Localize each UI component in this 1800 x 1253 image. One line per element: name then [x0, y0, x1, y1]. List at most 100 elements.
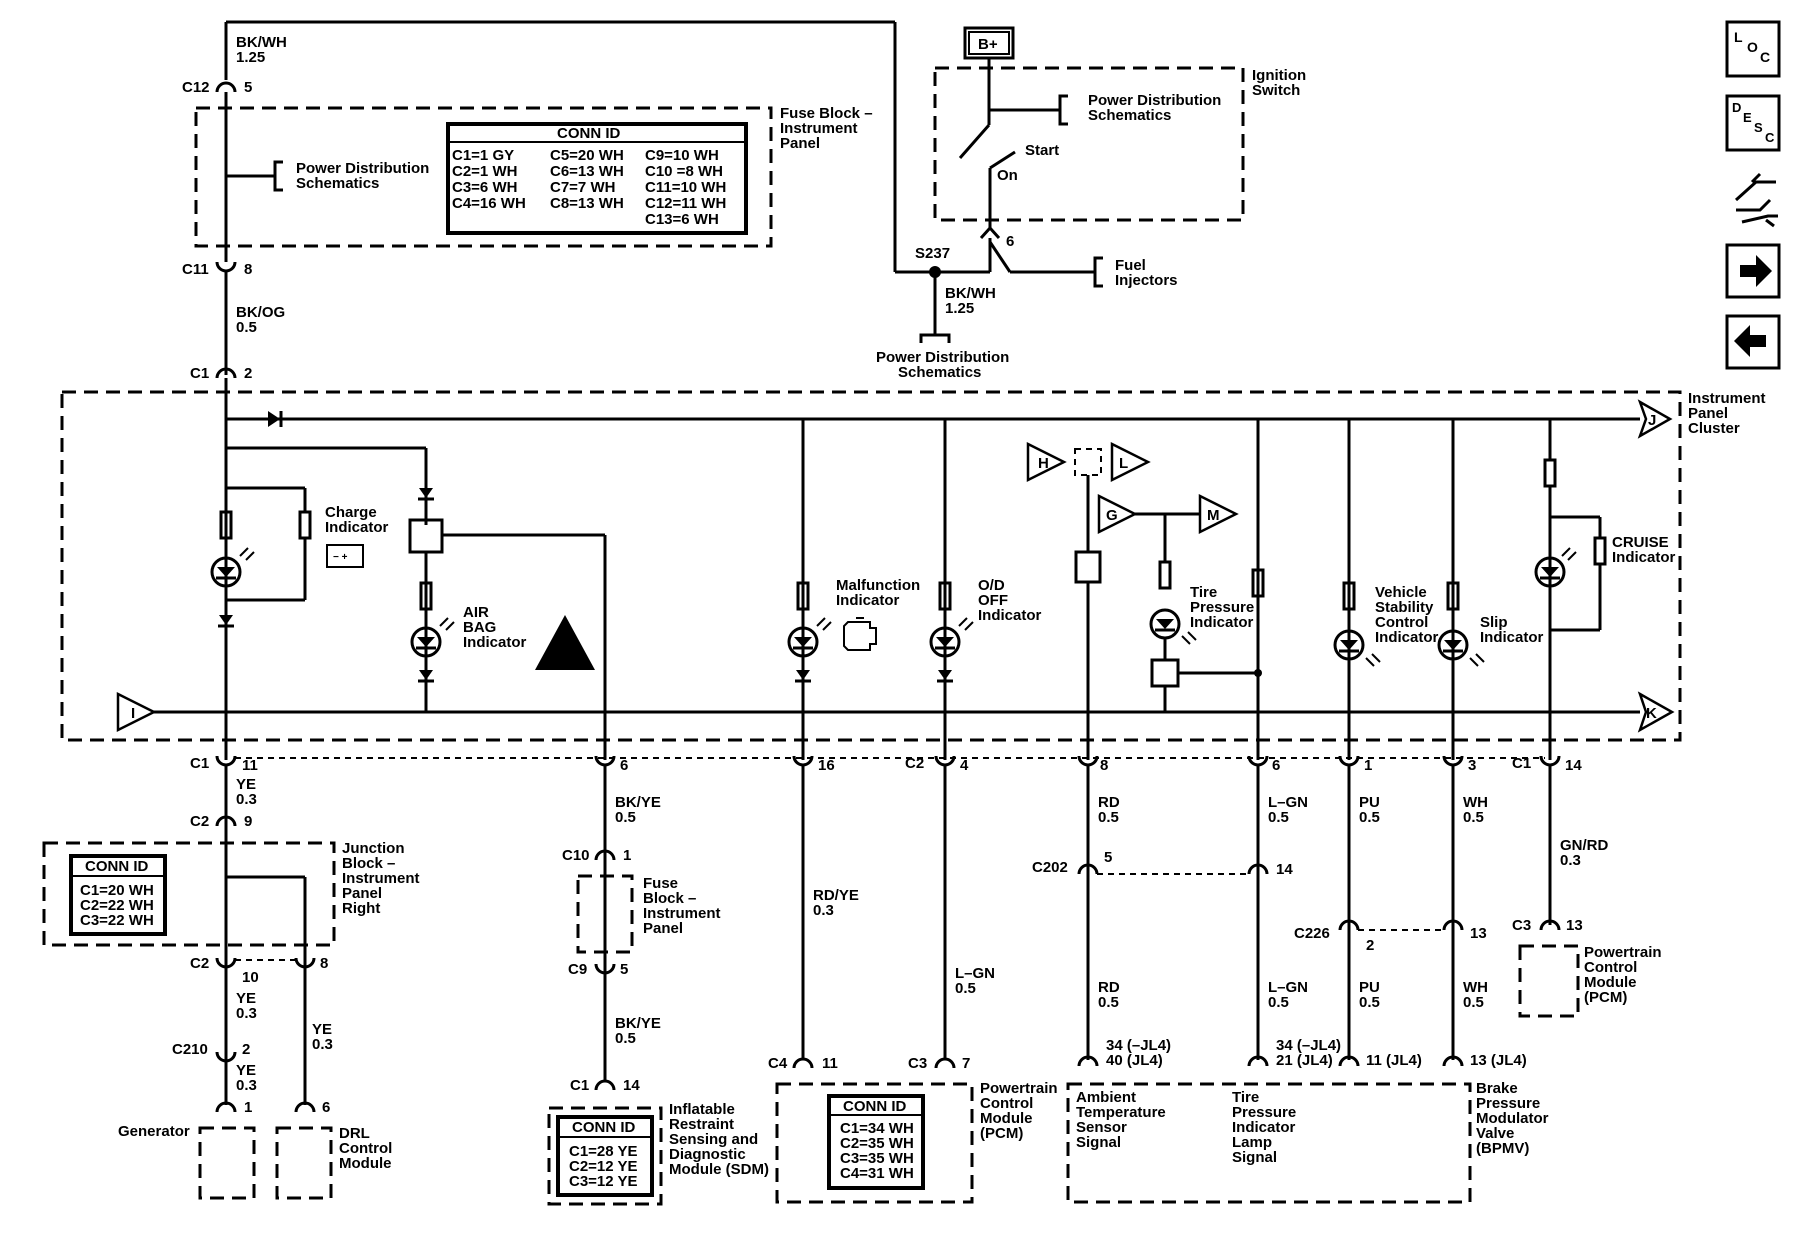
label-bottom-pcm2-title-3: (PCM)	[1584, 989, 1627, 1006]
top-feed: BK/WH 1.25 C12 5 Fuse Block – Instrument…	[182, 20, 935, 382]
label-bottom-rd05-1: 0.5	[1098, 809, 1119, 826]
conn-c12: C12	[182, 79, 210, 96]
label-bottom-rd05-0: RD	[1098, 794, 1120, 811]
label-bottom-rd05b-1: 0.5	[1098, 994, 1119, 1011]
label-bottom-pin10: 10	[242, 969, 259, 986]
label-bottom-pcm2-title-2: Module	[1584, 974, 1637, 991]
label-bottom-lgn05-1: 0.5	[955, 980, 976, 997]
label-bottom-lgn05b-1: 0.5	[1268, 809, 1289, 826]
label-bottom-bpmv-3: Valve	[1476, 1125, 1514, 1142]
flag-i: I	[131, 705, 135, 722]
label-bottom-bpmv-2: Modulator	[1476, 1110, 1549, 1127]
label-bottom-sdm-conn-header: CONN ID	[572, 1119, 636, 1136]
label-bottom-pcm-conn-2: C3=35 WH	[840, 1150, 914, 1167]
label-bottom-pin16: 16	[818, 757, 835, 774]
label-bottom-fuse-block2-3: Panel	[643, 920, 683, 937]
od-label-1: O/D	[978, 577, 1005, 594]
ign-pds-2: Schematics	[1088, 107, 1171, 124]
connector-icon[interactable]	[1734, 172, 1778, 228]
label-bottom-pin-a-0: 34 (–JL4)	[1106, 1037, 1171, 1054]
label-bottom-wh05-1: 0.5	[1463, 809, 1484, 826]
ignition-switch: B+ Ignition Switch Power Distribution Sc…	[876, 26, 1306, 381]
ign-pds-bottom-1: Power Distribution	[876, 349, 1009, 366]
label-bottom-ambient-2: Sensor	[1076, 1119, 1127, 1136]
label-bottom-tire-lamp-0: Tire	[1232, 1089, 1259, 1106]
pds-label-2: Schematics	[296, 175, 379, 192]
label-bottom-drl-1: Control	[339, 1140, 392, 1157]
svg-text:O: O	[1747, 39, 1758, 55]
label-bottom-gnrd03-0: GN/RD	[1560, 837, 1609, 854]
loc-button[interactable]: L O C	[1725, 20, 1781, 78]
label-top-conn-cols-2-1: C10 =8 WH	[645, 163, 723, 180]
label-bottom-ye03c-1: 0.3	[312, 1036, 333, 1053]
ipc-title-1: Instrument	[1688, 390, 1766, 407]
flag-g: G	[1106, 507, 1118, 524]
svg-text:C: C	[1760, 49, 1770, 65]
label-bottom-c4: C4	[768, 1055, 788, 1072]
label-bottom-pin6b: 6	[1272, 757, 1280, 774]
wire-bkog-label: BK/OG	[236, 304, 285, 321]
label-bottom-rd05b-0: RD	[1098, 979, 1120, 996]
airbag-label-3: Indicator	[463, 634, 527, 651]
label-bottom-pu05-1: 0.5	[1359, 809, 1380, 826]
pds-label-1: Power Distribution	[296, 160, 429, 177]
wire-bkog-size: 0.5	[236, 319, 257, 336]
conn-col-3: C9=10 WH C10 =8 WH C11=10 WH C12=11 WH C…	[645, 147, 726, 228]
flag-k: K	[1646, 705, 1657, 722]
ign-bkwh-size: 1.25	[945, 300, 974, 317]
label-top-conn-cols-1-3: C8=13 WH	[550, 195, 624, 212]
label-bottom-pin-b-1: 21 (JL4)	[1276, 1052, 1333, 1069]
label-bottom-pcm-title-3: (PCM)	[980, 1125, 1023, 1142]
label-bottom-sdm-title-3: Diagnostic	[669, 1146, 746, 1163]
label-bottom-jb-conn-2: C3=22 WH	[80, 912, 154, 929]
label-bottom-bkye05-1: 0.5	[615, 809, 636, 826]
label-bottom-pin2: 2	[242, 1041, 250, 1058]
prev-arrow-icon[interactable]	[1725, 314, 1781, 370]
label-bottom-pin11: 11	[242, 757, 258, 774]
label-bottom-ambient-3: Signal	[1076, 1134, 1121, 1151]
label-bottom-sdm-title-1: Restraint	[669, 1116, 734, 1133]
label-bottom-c2-10: C2	[190, 955, 209, 972]
vsc-label-4: Indicator	[1375, 629, 1439, 646]
label-bottom-pcm2-title-1: Control	[1584, 959, 1637, 976]
tire-label-1: Tire	[1190, 584, 1217, 601]
pin6-ign: 6	[1006, 233, 1014, 250]
label-bottom-wh05-0: WH	[1463, 794, 1488, 811]
label-bottom-ye03d-1: 0.3	[236, 1077, 257, 1094]
conn-c1-top: C1	[190, 365, 209, 382]
splice-s237: S237	[915, 245, 950, 262]
fuel-injectors-1: Fuel	[1115, 257, 1146, 274]
label-bottom-drl-2: Module	[339, 1155, 392, 1172]
flag-j: J	[1648, 412, 1656, 429]
label-bottom-c10: C10	[562, 847, 590, 864]
label-bottom-c210: C210	[172, 1041, 208, 1058]
bplus-label: B+	[978, 36, 998, 53]
label-bottom-pin4: 4	[960, 757, 969, 774]
engine-icon	[843, 617, 877, 651]
next-arrow-icon[interactable]	[1725, 243, 1781, 299]
label-bottom-pcm-title-1: Control	[980, 1095, 1033, 1112]
desc-button[interactable]: D E S C	[1725, 94, 1781, 152]
label-bottom-pin5b: 5	[1104, 849, 1112, 866]
label-bottom-ye03a-1: 0.3	[236, 791, 257, 808]
vsc-label-3: Control	[1375, 614, 1428, 631]
conn-c11: C11	[182, 261, 209, 278]
vsc-label-1: Vehicle	[1375, 584, 1427, 601]
label-bottom-pu05b-1: 0.5	[1359, 994, 1380, 1011]
ign-bkwh: BK/WH	[945, 285, 996, 302]
conn-c12-pin: 5	[244, 79, 252, 96]
label-bottom-pu05b-0: PU	[1359, 979, 1380, 996]
label-bottom-fuse-block2-2: Instrument	[643, 905, 721, 922]
malfunction-label-1: Malfunction	[836, 577, 920, 594]
label-bottom-pin8: 8	[1100, 757, 1108, 774]
label-bottom-pcm-title-2: Module	[980, 1110, 1033, 1127]
airbag-warning-icon	[535, 615, 595, 670]
label-bottom-ye03b-1: 0.3	[236, 1005, 257, 1022]
label-bottom-sdm-title-0: Inflatable	[669, 1101, 735, 1118]
label-bottom-jb-title-4: Right	[342, 900, 380, 917]
label-bottom-fuse-block2-1: Block –	[643, 890, 696, 907]
label-bottom-ambient-0: Ambient	[1076, 1089, 1136, 1106]
label-top-conn-cols-0-3: C4=16 WH	[452, 195, 526, 212]
label-bottom-sdm-title-4: Module (SDM)	[669, 1161, 769, 1178]
conn-c11-pin: 8	[244, 261, 252, 278]
